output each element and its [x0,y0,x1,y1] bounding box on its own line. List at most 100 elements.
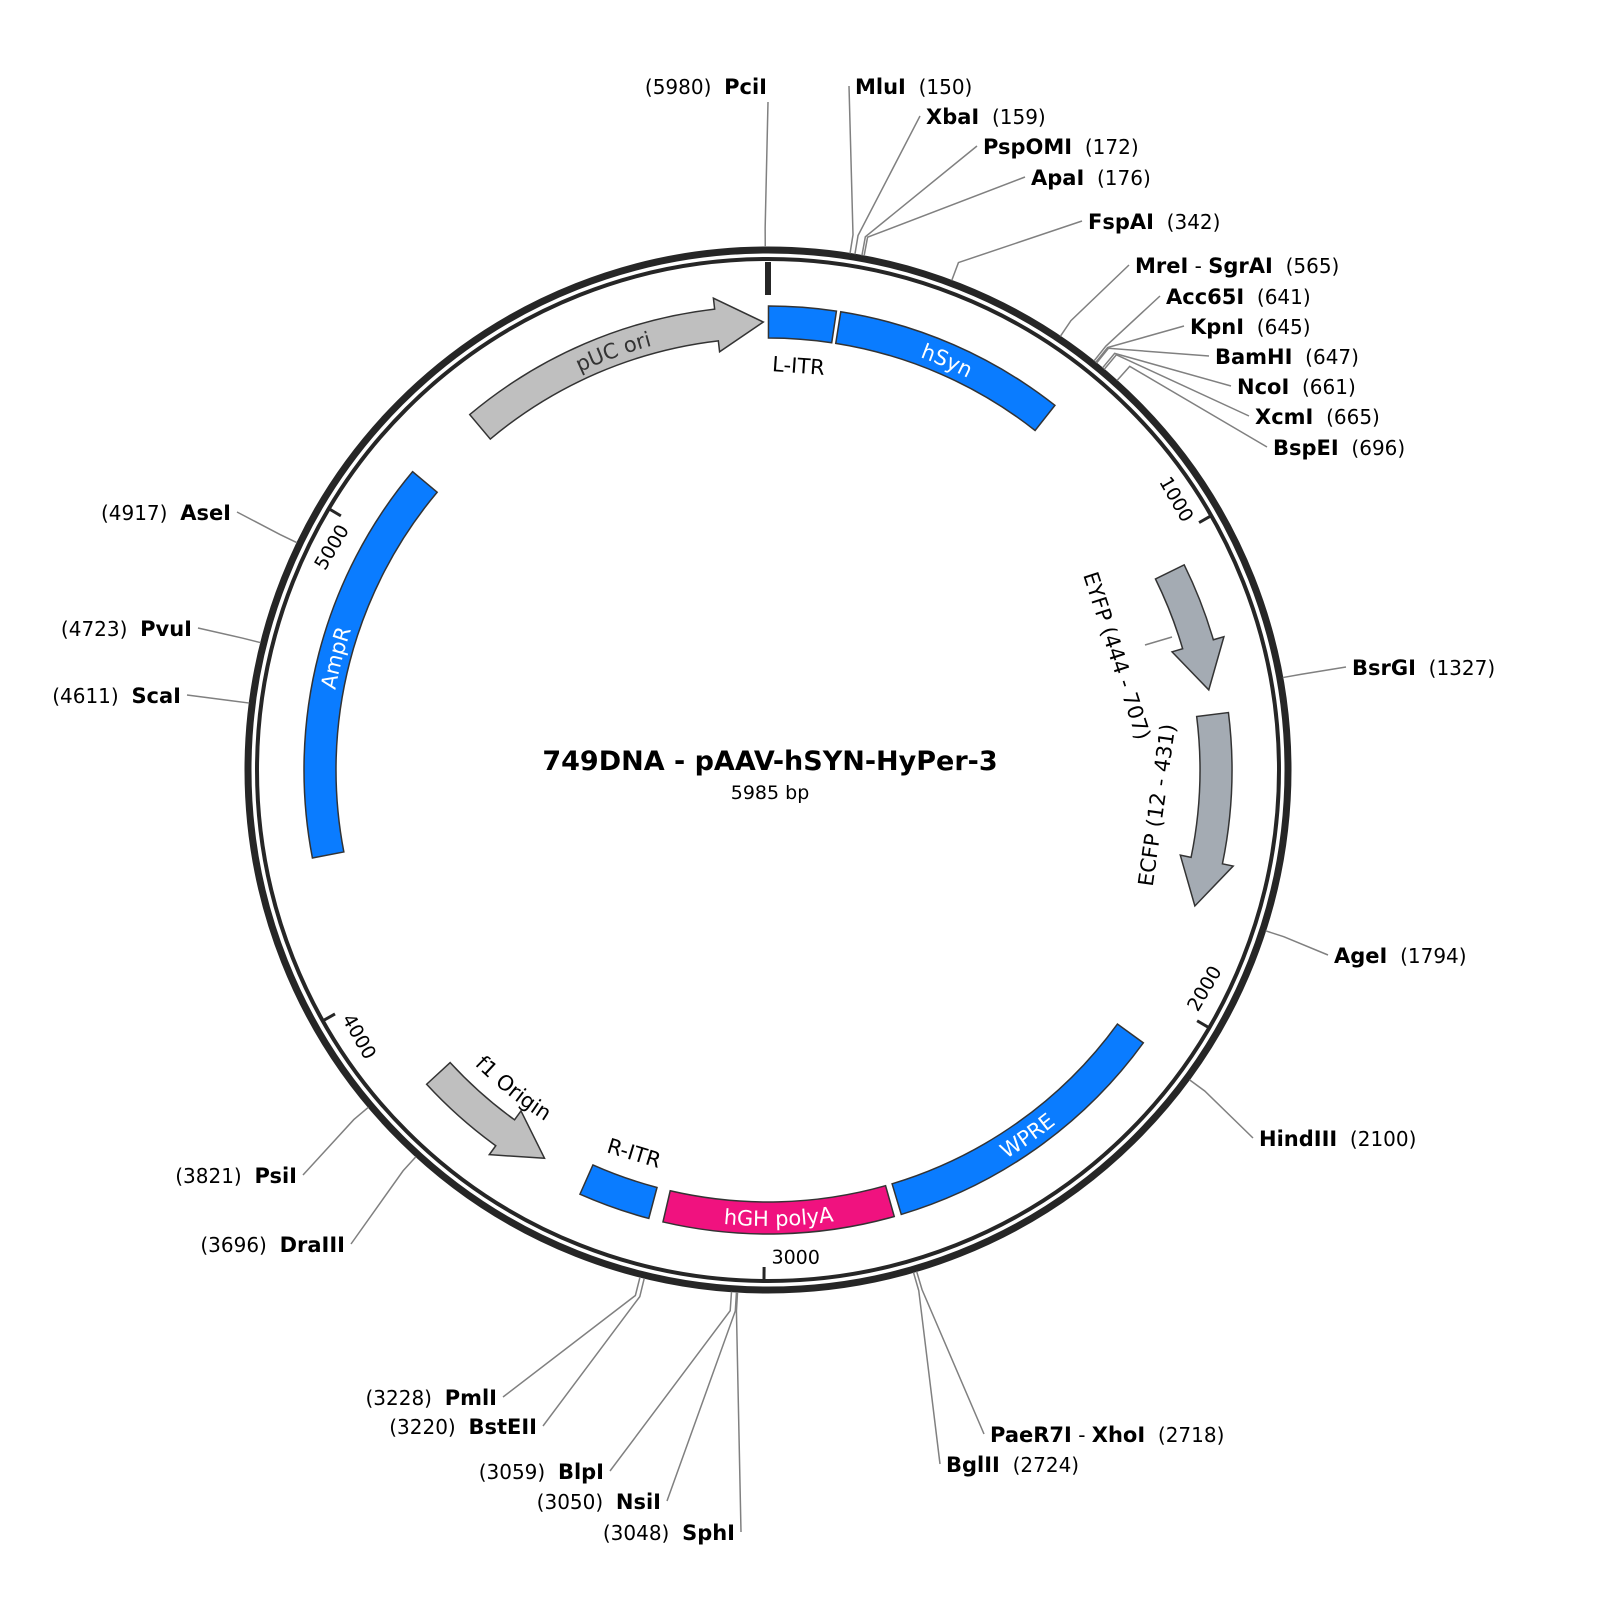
enzyme-draiii[interactable]: (3696) DraIII [200,1156,417,1257]
feature-ecfp-12-431[interactable]: ECFP (12 - 431) [1134,711,1235,908]
enzyme-label[interactable]: MluI (150) [855,75,972,99]
enzyme-name: MreI [1135,254,1188,278]
enzyme-label[interactable]: (3050) NsiI [537,1490,661,1514]
enzyme-asei[interactable]: (4917) AseI [101,501,298,544]
enzyme-label[interactable]: (4917) AseI [101,501,231,525]
enzyme-label[interactable]: ApaI (176) [1031,166,1151,190]
feature-f1-origin[interactable]: f1 Origin [425,1051,556,1160]
enzyme-position: (150) [919,75,973,99]
enzyme-pvui[interactable]: (4723) PvuI [61,617,261,644]
enzyme-label[interactable]: (3228) PmlI [365,1386,497,1410]
enzyme-blpi[interactable]: (3059) BlpI [479,1291,733,1484]
enzyme-apai[interactable]: ApaI (176) [863,166,1151,257]
enzyme-pspomi[interactable]: PspOMI (172) [861,135,1139,256]
enzyme-bsrgi[interactable]: BsrGI (1327) [1282,656,1495,680]
feature-wpre[interactable]: WPRE [891,1022,1145,1216]
enzyme-label[interactable]: XcmI (665) [1255,405,1380,429]
enzyme-name: NcoI [1237,375,1289,399]
enzyme-acc65i[interactable]: Acc65I (641) [1093,285,1311,362]
enzyme-label[interactable]: XbaI (159) [926,105,1046,129]
enzyme-position: - [1072,1423,1092,1447]
enzyme-leader-line [951,220,1083,281]
enzyme-name: PsiI [254,1164,297,1188]
enzyme-position [1154,210,1167,234]
feature-ampr[interactable]: AmpR [303,470,439,859]
enzyme-position: (2100) [1350,1127,1417,1151]
enzyme-bsteii[interactable]: (3220) BstEII [389,1277,646,1439]
enzyme-position: (696) [1351,436,1405,460]
enzyme-label[interactable]: NcoI (661) [1237,375,1356,399]
enzyme-pcii[interactable]: (5980) PciI [645,75,769,248]
enzyme-hindiii[interactable]: HindIII (2100) [1188,1079,1416,1151]
enzyme-xbai[interactable]: XbaI (159) [854,105,1046,255]
enzyme-kpni[interactable]: KpnI (645) [1095,315,1311,363]
enzyme-label[interactable]: (3696) DraIII [200,1233,345,1257]
enzyme-label[interactable]: (3821) PsiI [175,1164,297,1188]
enzyme-position [1000,1453,1013,1477]
enzyme-position: (665) [1326,405,1380,429]
enzyme-label[interactable]: FspAI (342) [1088,210,1220,234]
enzyme-xcmi[interactable]: XcmI (665) [1103,353,1380,429]
enzyme-ncoi[interactable]: NcoI (661) [1101,352,1356,399]
enzyme-leader-line [1101,352,1232,387]
enzyme-label[interactable]: (3048) SphI [603,1521,735,1545]
enzyme-pmli[interactable]: (3228) PmlI [365,1276,641,1410]
enzyme-scai[interactable]: (4611) ScaI [52,684,250,708]
feature-shape[interactable] [425,1061,546,1160]
enzyme-label[interactable]: (5980) PciI [645,75,767,99]
enzyme-label[interactable]: BglII (2724) [946,1453,1079,1477]
feature-hsyn[interactable]: hSyn [834,310,1056,432]
enzyme-nsii[interactable]: (3050) NsiI [537,1292,738,1514]
enzyme-sites: (5980) PciI MluI (150) XbaI (159) PspOMI (1… [52,75,1495,1545]
enzyme-position: (3220) [389,1415,456,1439]
enzyme-label[interactable]: Acc65I (641) [1166,285,1311,309]
enzyme-position: (176) [1097,166,1151,190]
enzyme-mlui[interactable]: MluI (150) [848,75,972,254]
feature-l-itr[interactable]: L-ITR [767,305,838,380]
enzyme-name: XcmI [1255,405,1313,429]
enzyme-label[interactable]: HindIII (2100) [1259,1127,1416,1151]
enzyme-bglii[interactable]: BglII (2724) [912,1272,1079,1477]
feature-label: EYFP (444 - 707) [1078,569,1155,743]
enzyme-label[interactable]: PaeR7I - XhoI (2718) [990,1423,1224,1447]
feature-shape[interactable] [468,296,765,441]
enzyme-paer7i[interactable]: PaeR7I - XhoI (2718) [915,1271,1225,1447]
enzyme-label[interactable]: KpnI (645) [1190,315,1311,339]
feature-shape[interactable] [767,305,838,344]
feature-shape[interactable] [891,1022,1145,1216]
enzyme-bspei[interactable]: BspEI (696) [1116,365,1405,460]
feature-shape[interactable] [1179,711,1235,908]
origin-tick [765,262,771,295]
enzyme-mrei[interactable]: MreI - SgrAI (565) [1059,254,1339,337]
feature-shape[interactable] [834,310,1056,432]
tick-mark [328,507,342,518]
enzyme-label[interactable]: MreI - SgrAI (565) [1135,254,1339,278]
enzyme-fspai[interactable]: FspAI (342) [951,210,1221,281]
feature-hgh-polya[interactable]: hGH polyA [662,1184,896,1235]
enzyme-label[interactable]: BspEI (696) [1273,436,1405,460]
enzyme-position: (2724) [1013,1453,1080,1477]
enzyme-position [979,105,992,129]
enzyme-label[interactable]: (4723) PvuI [61,617,192,641]
feature-r-itr[interactable]: R-ITR [578,1134,664,1220]
feature-shape[interactable] [1154,563,1226,692]
enzyme-label[interactable]: PspOMI (172) [983,135,1139,159]
enzyme-agei[interactable]: AgeI (1794) [1265,930,1467,968]
enzyme-position: (565) [1286,254,1340,278]
enzyme-position: (645) [1257,315,1311,339]
feature-shape[interactable] [578,1163,658,1220]
enzyme-label[interactable]: (3059) BlpI [479,1460,604,1484]
enzyme-position: (4611) [52,684,119,708]
enzyme-leader-line [302,1106,369,1176]
enzyme-label[interactable]: (3220) BstEII [389,1415,537,1439]
enzyme-label[interactable]: BamHI (647) [1215,345,1359,369]
enzyme-label[interactable]: BsrGI (1327) [1352,656,1495,680]
feature-shape[interactable] [662,1184,896,1235]
feature-shape[interactable] [303,470,439,859]
enzyme-label[interactable]: (4611) ScaI [52,684,181,708]
enzyme-psii[interactable]: (3821) PsiI [175,1106,369,1188]
enzyme-label[interactable]: AgeI (1794) [1334,944,1467,968]
outer-ring [244,246,1292,1294]
enzyme-bamhi[interactable]: BamHI (647) [1095,345,1359,369]
enzyme-sphi[interactable]: (3048) SphI [603,1292,742,1545]
